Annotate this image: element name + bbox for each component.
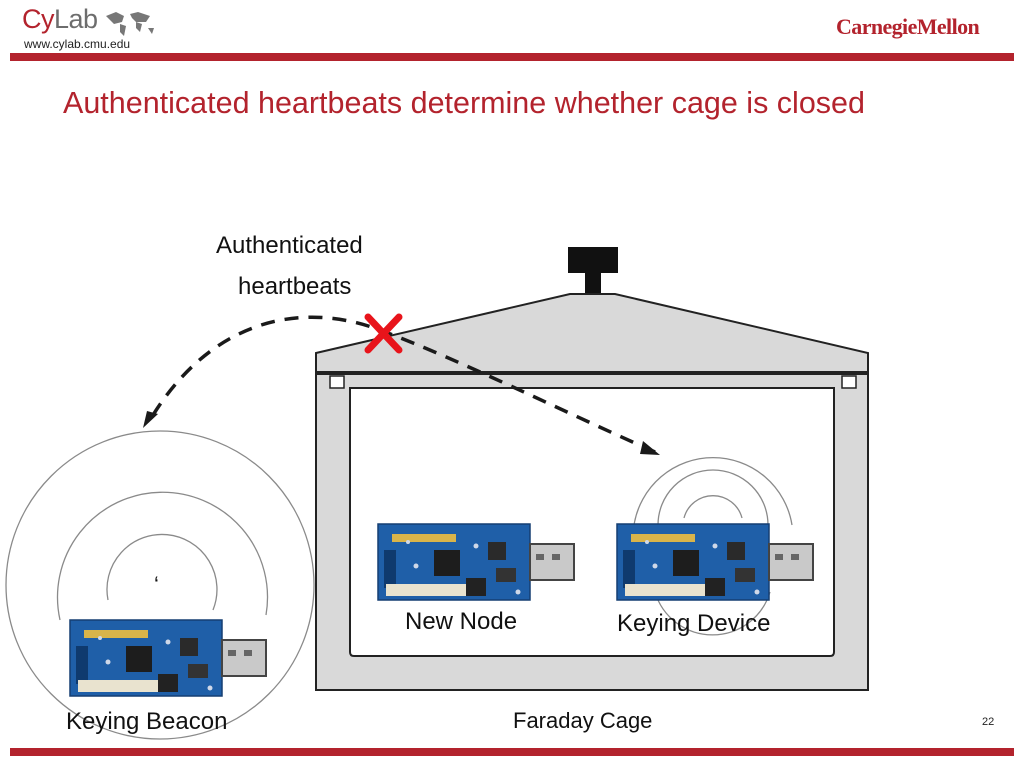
slide-title: Authenticated heartbeats determine wheth…	[63, 86, 865, 120]
cage-body	[315, 373, 869, 691]
cylab-logo-lab: Lab	[54, 4, 98, 34]
faraday-cage	[315, 247, 869, 691]
cylab-url: www.cylab.cmu.edu	[24, 37, 131, 51]
keying-beacon-label: Keying Beacon	[66, 708, 228, 735]
device-signal-arcs	[633, 457, 793, 636]
new-node-label: New Node	[405, 608, 518, 635]
heartbeat-label-line2: heartbeats	[238, 273, 352, 300]
page-number: 22	[982, 716, 995, 728]
cage-knob	[568, 247, 618, 273]
stray-mark: ‘	[154, 572, 159, 597]
cage-lid	[315, 293, 869, 373]
keying-device-board-icon	[616, 523, 814, 601]
heartbeat-label-line1: Authenticated	[216, 232, 363, 259]
heartbeat-arrowhead-right	[640, 441, 660, 455]
world-map-icon	[106, 12, 154, 36]
cylab-logo: CyLab	[22, 4, 98, 35]
faraday-cage-label: Faraday Cage	[513, 708, 653, 733]
footer-bar	[10, 748, 1014, 756]
header-bar	[10, 53, 1014, 61]
heartbeat-arrowhead-left	[143, 411, 158, 428]
keying-device-label: Keying Device	[617, 610, 771, 637]
new-node-board-icon	[377, 523, 575, 601]
beacon-signal-rings	[5, 430, 315, 740]
cylab-logo-cy: Cy	[22, 4, 55, 34]
keying-beacon-board-icon	[69, 619, 267, 697]
carnegie-mellon-logo: CarnegieMellon	[836, 14, 980, 39]
blocked-cross-icon	[364, 313, 403, 354]
